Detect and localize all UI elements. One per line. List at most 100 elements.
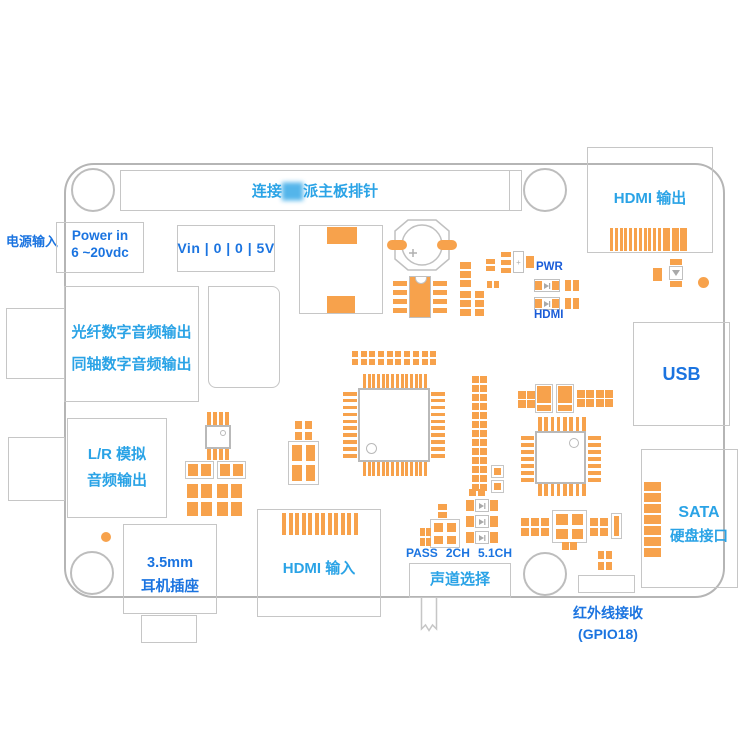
pin	[391, 374, 395, 388]
pin	[213, 412, 217, 425]
pad	[600, 518, 608, 526]
hdmi-input-connector	[282, 513, 358, 535]
pin	[343, 426, 357, 430]
pin	[343, 433, 357, 437]
pin	[372, 462, 376, 476]
pad	[486, 266, 495, 271]
pad	[586, 390, 594, 398]
pad	[217, 502, 228, 516]
inductor-component	[288, 441, 319, 485]
pad	[527, 391, 535, 399]
pin	[431, 426, 445, 430]
select-ribbon	[420, 598, 438, 632]
ir-line2: (GPIO18)	[578, 626, 638, 642]
qfp-pins-top	[363, 374, 427, 388]
sata-line2: 硬盘接口	[670, 528, 728, 545]
pad	[360, 351, 367, 357]
pad	[605, 399, 613, 407]
pad-grid	[596, 390, 613, 407]
power-in-line2: 6 ~20vdc	[71, 244, 129, 260]
pad	[438, 512, 447, 518]
pad	[541, 518, 549, 526]
pin	[550, 484, 555, 496]
pin	[419, 374, 423, 388]
led-diode	[534, 279, 560, 292]
pwr-led-label: PWR	[536, 261, 563, 273]
pin	[563, 484, 567, 496]
pad	[605, 390, 613, 398]
pin	[386, 462, 390, 476]
pad	[472, 394, 479, 401]
pin	[431, 440, 445, 444]
pin	[213, 449, 217, 460]
pin	[588, 457, 601, 461]
mounting-hole-top-left	[71, 168, 115, 212]
pad-column	[472, 376, 487, 491]
pin	[343, 454, 357, 458]
rca-port-ext	[8, 437, 65, 501]
pad-grid	[598, 551, 612, 570]
pad	[480, 484, 487, 491]
pad	[352, 351, 358, 357]
pin	[343, 419, 357, 424]
pad-pair	[565, 280, 579, 291]
pad	[187, 502, 198, 516]
pin	[343, 405, 357, 410]
chip2-pins-left	[521, 436, 534, 482]
pin	[219, 412, 223, 425]
usb-box	[633, 322, 730, 426]
resistor-stack	[460, 291, 471, 316]
inductor-component	[552, 510, 587, 543]
pad	[472, 466, 479, 473]
smd-capacitor	[556, 384, 574, 413]
pin	[582, 417, 586, 431]
pad	[201, 502, 212, 516]
pad	[644, 504, 661, 513]
pad-pair	[562, 542, 577, 550]
pad-pair	[565, 298, 579, 309]
jack-box	[123, 524, 217, 614]
pin	[550, 417, 555, 431]
pin	[431, 405, 445, 410]
chip-pins-top	[207, 412, 229, 425]
pin	[629, 228, 633, 251]
pad	[486, 259, 495, 264]
pin	[419, 462, 423, 476]
pad	[386, 359, 393, 365]
lr-audio-label: L/R 模拟 音频输出	[67, 442, 167, 493]
pad	[395, 359, 402, 365]
soic-legs-left	[393, 276, 407, 318]
pad-grid	[420, 528, 431, 546]
power-input-ext-label: 电源输入	[5, 234, 58, 249]
pin	[282, 513, 286, 535]
soic-legs-right	[433, 276, 447, 318]
pin	[657, 228, 661, 251]
jack-line1: 3.5mm	[147, 555, 193, 571]
power-in-box	[56, 222, 144, 273]
pin	[521, 443, 534, 447]
mode-2ch: 2CH	[445, 546, 470, 560]
pin	[538, 484, 542, 496]
pin	[381, 374, 385, 388]
pad	[395, 351, 402, 357]
pad	[527, 400, 535, 408]
pin	[400, 374, 404, 388]
pin	[377, 462, 381, 476]
pin	[431, 398, 445, 403]
pin	[327, 513, 332, 535]
pad	[378, 351, 385, 357]
pin	[414, 462, 418, 476]
pin	[588, 436, 601, 440]
small-ic: +	[501, 251, 534, 273]
pad	[412, 359, 419, 365]
hdmi-input-label: HDMI 输入	[282, 560, 356, 577]
pad	[480, 412, 487, 419]
pin	[340, 513, 345, 535]
pad	[369, 351, 376, 357]
ir-receiver-box	[578, 575, 635, 593]
pin	[225, 449, 229, 460]
mounting-hole-bottom-left	[70, 551, 114, 595]
pin	[295, 513, 299, 535]
pad	[430, 359, 437, 365]
smd-capacitor	[535, 384, 553, 413]
